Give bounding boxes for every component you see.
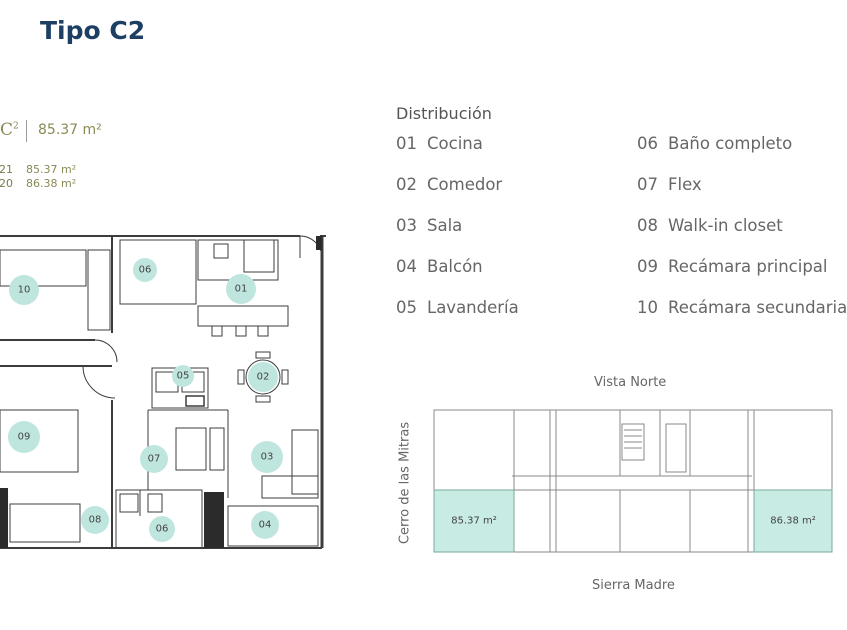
distribution-item-label: Comedor: [427, 175, 503, 194]
distribution-title: Distribución: [396, 104, 492, 123]
type-code-letter: C: [0, 120, 14, 140]
west-label: Cerro de las Mitras: [397, 421, 413, 545]
room-label-06-bottom: 06: [156, 524, 169, 535]
unit-label-right: 86.38 m²: [770, 516, 816, 527]
unit-id-21: 21: [0, 163, 13, 176]
key-plan: [433, 409, 833, 553]
distribution-item: 04 Balcón: [396, 257, 483, 276]
north-label: Vista Norte: [594, 375, 667, 390]
distribution-item-number: 07: [637, 175, 658, 194]
type-code-sup: 2: [13, 121, 19, 132]
distribution-item: 10 Recámara secundaria: [637, 298, 847, 317]
room-label-05: 05: [177, 371, 190, 382]
room-label-08: 08: [89, 515, 102, 526]
distribution-item: 03 Sala: [396, 216, 462, 235]
distribution-item-label: Recámara principal: [668, 257, 828, 276]
type-code: C2: [0, 120, 19, 140]
distribution-item-label: Baño completo: [668, 134, 793, 153]
distribution-item-number: 03: [396, 216, 417, 235]
unit-area-20: 86.38 m²: [26, 177, 77, 190]
unit-label-left: 85.37 m²: [451, 516, 497, 527]
room-label-02: 02: [257, 372, 270, 383]
distribution-item: 05 Lavandería: [396, 298, 519, 317]
room-label-03: 03: [261, 452, 274, 463]
distribution-item: 06 Baño completo: [637, 134, 792, 153]
distribution-item: 07 Flex: [637, 175, 702, 194]
distribution-item: 02 Comedor: [396, 175, 502, 194]
unit-area-21: 85.37 m²: [26, 163, 77, 176]
distribution-item-number: 05: [396, 298, 417, 317]
unit-highlight-right: [753, 489, 833, 553]
distribution-item-number: 02: [396, 175, 417, 194]
south-label: Sierra Madre: [592, 578, 675, 593]
distribution-item-label: Recámara secundaria: [668, 298, 847, 317]
type-area: 85.37 m²: [38, 122, 102, 138]
distribution-item-label: Flex: [668, 175, 702, 194]
distribution-item-number: 08: [637, 216, 658, 235]
distribution-item-label: Lavandería: [427, 298, 519, 317]
room-label-10: 10: [18, 285, 31, 296]
room-markers: [8, 258, 283, 542]
distribution-item-label: Balcón: [427, 257, 483, 276]
distribution-item-number: 10: [637, 298, 658, 317]
distribution-item-number: 04: [396, 257, 417, 276]
type-divider: [26, 120, 27, 142]
distribution-item: 01 Cocina: [396, 134, 483, 153]
distribution-item-label: Cocina: [427, 134, 483, 153]
room-label-09: 09: [18, 432, 31, 443]
distribution-item: 09 Recámara principal: [637, 257, 828, 276]
room-label-06-top: 06: [139, 265, 152, 276]
room-label-04: 04: [259, 520, 272, 531]
room-label-07: 07: [148, 454, 161, 465]
page-title: Tipo C2: [40, 16, 146, 45]
unit-highlight-left: [433, 489, 515, 553]
distribution-item-label: Sala: [427, 216, 463, 235]
distribution-item-label: Walk-in closet: [668, 216, 783, 235]
distribution-item-number: 06: [637, 134, 658, 153]
distribution-item-number: 09: [637, 257, 658, 276]
unit-id-20: 20: [0, 177, 13, 190]
room-label-01: 01: [235, 284, 248, 295]
distribution-item: 08 Walk-in closet: [637, 216, 783, 235]
distribution-item-number: 01: [396, 134, 417, 153]
